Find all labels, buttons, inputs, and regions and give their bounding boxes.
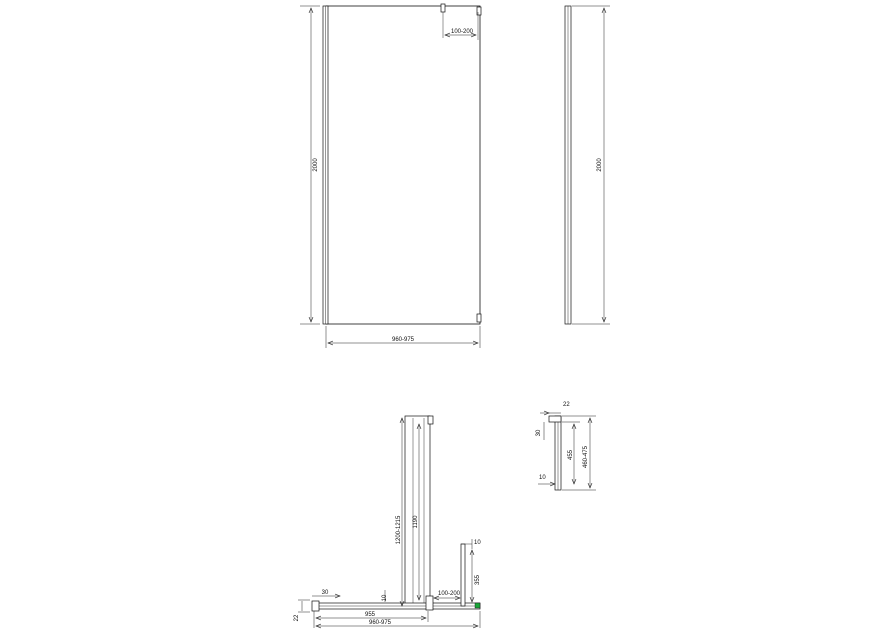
front-width-label: 960-975 [392, 337, 415, 343]
plan-end-label: 30 [322, 590, 329, 596]
plan-left-end-cap [311, 600, 320, 612]
front-top-bracket [476, 6, 482, 16]
plan-base-offset-label: 100-200 [438, 591, 461, 597]
plan-thickness-label: 22 [294, 614, 300, 621]
front-bottom-bracket [476, 313, 482, 323]
plan-arm-top-cap [427, 415, 434, 425]
front-offset-label: 100-200 [451, 29, 474, 35]
plan-view: 1200-1215 1190 10 355 100-200 10 30 22 9… [294, 415, 481, 628]
detail-top-cap [548, 415, 562, 423]
plan-return-gap-label: 10 [474, 540, 481, 546]
plan-arm-outer-label: 1200-1215 [396, 515, 402, 544]
plan-outer-width-label: 960-975 [369, 620, 392, 626]
detail-side-label: 30 [536, 429, 542, 436]
front-support-clamp [440, 3, 446, 13]
front-view: 2000 960-975 100-200 [300, 3, 482, 348]
detail-view: 22 30 455 460-475 10 [536, 402, 596, 491]
plan-arm-bottom-clamp [425, 595, 434, 611]
front-glass-panel [325, 5, 481, 325]
plan-base-gap-label: 10 [382, 594, 388, 601]
plan-green-fitting [474, 602, 481, 609]
plan-return-label: 355 [475, 574, 481, 585]
side-height-label: 2000 [597, 158, 603, 172]
detail-inner-height-label: 455 [568, 449, 574, 460]
plan-vertical-arm [404, 415, 431, 609]
detail-outer-height-label: 460-475 [583, 445, 589, 468]
front-height-label: 2000 [313, 158, 319, 172]
detail-top-label: 22 [563, 402, 570, 408]
plan-arm-inner-label: 1190 [413, 515, 419, 529]
side-view: 2000 [564, 5, 610, 325]
detail-bottom-label: 10 [539, 475, 546, 481]
plan-inner-width-label: 955 [365, 612, 376, 618]
plan-return-panel [460, 543, 466, 607]
